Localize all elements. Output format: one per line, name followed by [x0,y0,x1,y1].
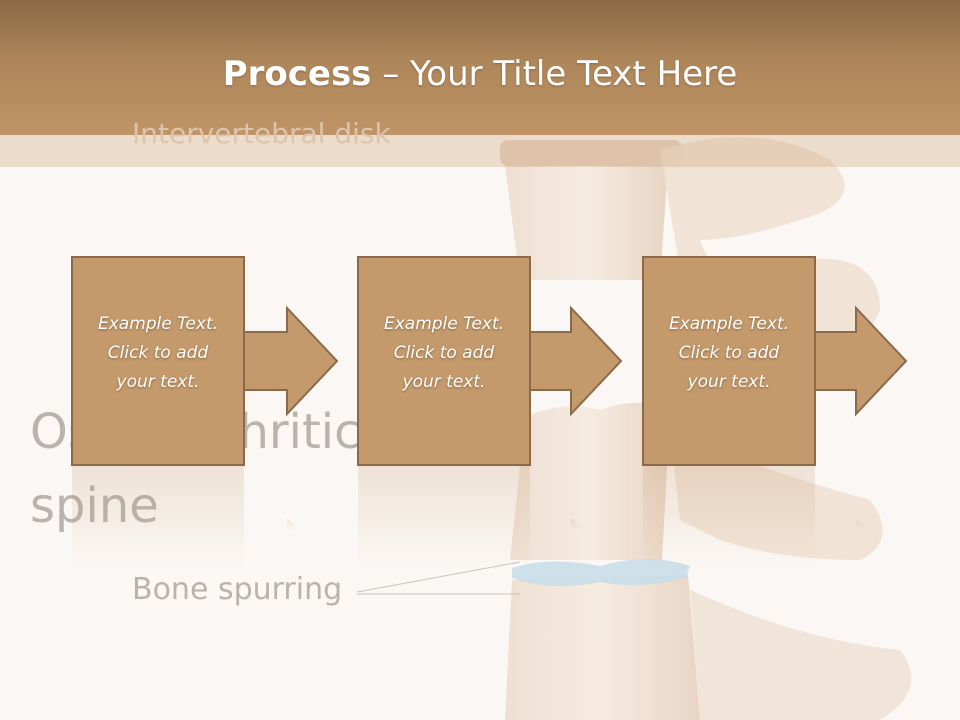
page-title[interactable]: Process – Your Title Text Here [0,54,960,94]
step-text[interactable]: Example Text. Click to add your text. [357,310,531,397]
step-line-1: Example Text. [97,314,219,334]
step-line-2: Click to add [107,343,209,363]
step-line-2: Click to add [678,343,780,363]
title-bar [0,0,960,135]
faded-top-label: Intervertebral disk [132,117,391,150]
step-text[interactable]: Example Text. Click to add your text. [71,310,245,397]
step-line-1: Example Text. [668,314,790,334]
step-line-2: Click to add [393,343,495,363]
step-line-3: your text. [402,372,486,392]
bone-spurring-label: Bone spurring [132,572,343,607]
step-reflections [72,466,869,566]
step-arrow-shape [642,256,908,466]
step-arrow-shape [357,256,623,466]
step-text[interactable]: Example Text. Click to add your text. [642,310,816,397]
step-line-1: Example Text. [383,314,505,334]
title-rest: – Your Title Text Here [371,54,738,94]
step-arrow-shape [71,256,339,466]
title-bold: Process [222,54,372,94]
title-band: Intervertebral disk [0,117,960,167]
step-line-3: your text. [687,372,771,392]
step-line-3: your text. [116,372,200,392]
